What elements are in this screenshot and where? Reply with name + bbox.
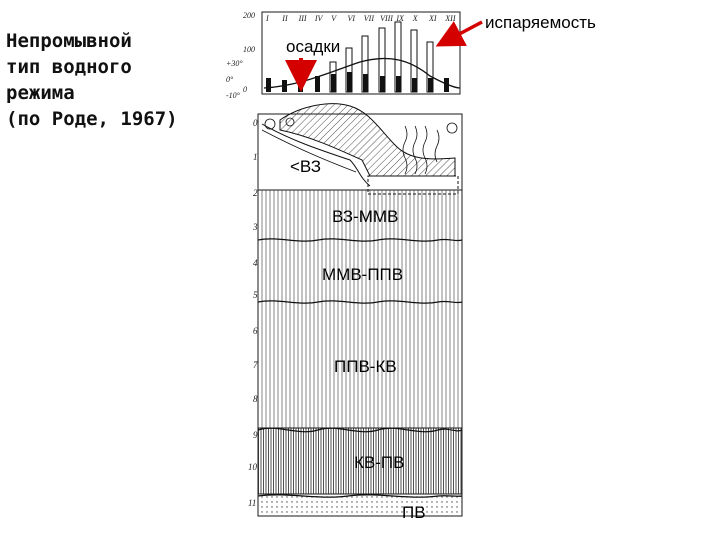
month-label: I <box>265 14 269 23</box>
zone-label-vz-mmv: ВЗ-ММВ <box>332 207 398 226</box>
month-label: VII <box>364 14 375 23</box>
precip-tick-label: 100 <box>243 45 255 54</box>
depth-tick-label: 1 <box>253 152 258 162</box>
depth-tick-label: 11 <box>248 498 256 508</box>
depth-tick-label: 5 <box>253 290 258 300</box>
month-label: XI <box>428 14 437 23</box>
temp-tick-label: 0° <box>226 75 234 84</box>
depth-tick-label: 6 <box>253 326 258 336</box>
zone-label-kv-pv: КВ-ПВ <box>354 453 404 472</box>
wetting-front-area <box>279 103 456 177</box>
month-label: XII <box>444 14 456 23</box>
evaporation-bars <box>329 21 434 93</box>
depth-tick-label: 0 <box>253 118 258 128</box>
zone-label-mmv-ppv: ММВ-ППВ <box>322 265 403 284</box>
precipitation-bars <box>266 72 449 92</box>
depth-scale: 0 1 2 3 4 5 6 7 8 9 10 11 <box>248 118 258 508</box>
water-table-line <box>257 494 463 498</box>
month-label: V <box>331 14 337 23</box>
depth-tick-label: 3 <box>252 222 258 232</box>
groundwater-zone <box>257 493 463 517</box>
climate-chart-frame <box>261 11 461 95</box>
zone-label-pv: ПВ <box>402 503 426 522</box>
precipitation-axis: 200 100 0 <box>243 11 255 94</box>
temp-tick-label: +30° <box>226 59 243 68</box>
month-label: X <box>412 14 419 23</box>
evaporation-arrow <box>435 20 483 47</box>
precip-tick-label: 0 <box>243 85 247 94</box>
zone-label-ppv-kv: ППВ-КВ <box>334 357 397 376</box>
moisture-isoline-2 <box>261 129 357 173</box>
month-label: IX <box>395 14 405 23</box>
precip-tick-label: 200 <box>243 11 255 20</box>
root-loops <box>264 117 458 175</box>
month-label: VI <box>348 14 356 23</box>
month-label: VIII <box>380 14 393 23</box>
temp-tick-label: -10° <box>226 91 241 100</box>
depth-tick-label: 10 <box>248 462 258 472</box>
depth-tick-label: 7 <box>253 360 258 370</box>
depth-tick-label: 9 <box>253 430 258 440</box>
evaporation-label: испаряемость <box>485 13 596 32</box>
zone-label-lt-vz: <ВЗ <box>290 157 321 176</box>
depth-tick-label: 2 <box>253 188 258 198</box>
month-label: IV <box>314 14 324 23</box>
title-line-1: Непромывной <box>6 30 132 52</box>
precipitation-label: осадки <box>286 37 340 56</box>
moisture-isoline-1 <box>261 123 371 187</box>
soil-column-dense <box>257 427 463 495</box>
title-line-3: режима <box>6 82 75 104</box>
soil-profile: 0 1 2 3 4 5 6 7 8 9 10 11 <box>248 103 463 517</box>
depth-tick-label: 8 <box>253 394 258 404</box>
title-block: Непромывной тип водного режима (по Роде,… <box>6 28 206 132</box>
horizon-lines <box>257 238 463 433</box>
month-label: II <box>281 14 288 23</box>
soil-column-upper <box>257 189 463 429</box>
title-line-2: тип водного <box>6 56 132 78</box>
depth-tick-label: 4 <box>253 258 258 268</box>
title-line-4: (по Роде, 1967) <box>6 108 178 130</box>
temperature-axis: +30° 0° -10° <box>226 59 243 100</box>
month-label: III <box>298 14 307 23</box>
